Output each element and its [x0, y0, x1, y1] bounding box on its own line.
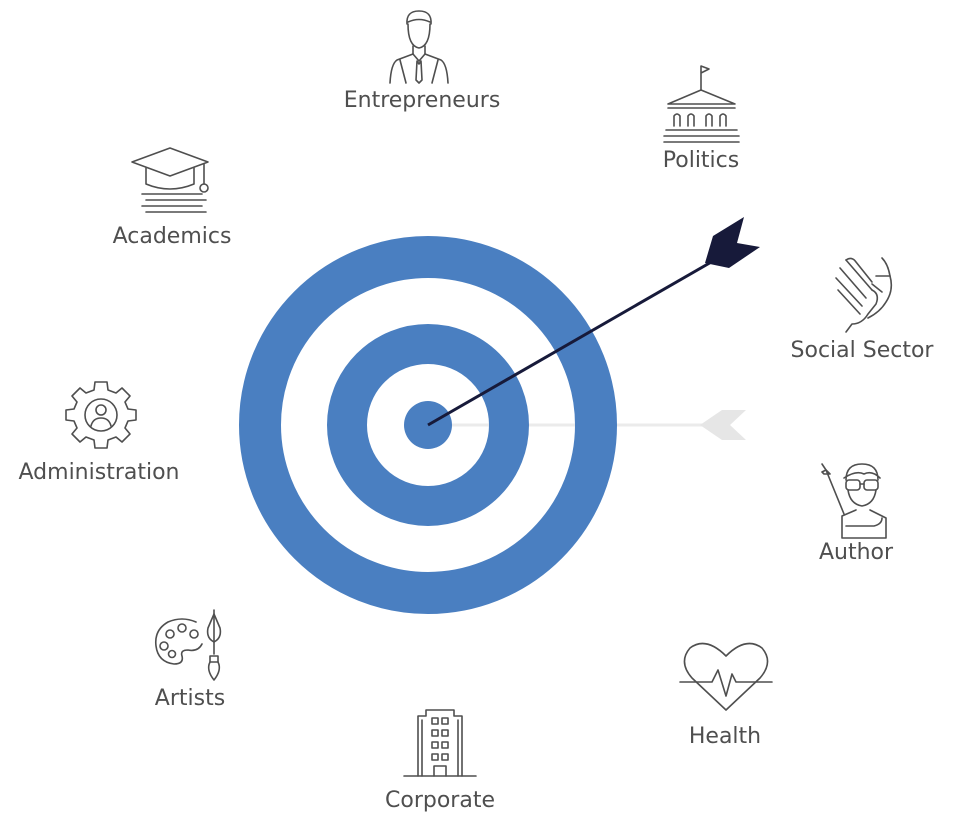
sector-label-corporate: Corporate — [385, 788, 495, 813]
businessman-icon — [389, 10, 449, 84]
target-outer-ring — [239, 236, 617, 614]
sector-label-entrepreneurs: Entrepreneurs — [343, 88, 501, 113]
arrow — [427, 217, 760, 427]
graduation-cap-icon — [131, 147, 209, 213]
sector-label-health: Health — [688, 724, 762, 749]
writer-with-pen-icon — [821, 463, 887, 539]
sector-label-author: Author — [818, 540, 894, 565]
sector-label-politics: Politics — [662, 148, 740, 173]
office-building-icon — [403, 709, 477, 777]
sector-label-social-sector: Social Sector — [790, 338, 934, 363]
helping-hands-icon — [835, 257, 893, 333]
sector-label-academics: Academics — [112, 224, 232, 249]
gear-person-icon — [65, 381, 137, 449]
paint-palette-icon — [154, 609, 222, 681]
heart-pulse-icon — [679, 642, 773, 711]
sector-label-administration: Administration — [18, 460, 180, 485]
sector-label-artists: Artists — [154, 686, 226, 711]
ghost-arrow — [428, 410, 746, 440]
government-building-icon — [663, 65, 740, 143]
target-middle-ring — [327, 324, 529, 526]
